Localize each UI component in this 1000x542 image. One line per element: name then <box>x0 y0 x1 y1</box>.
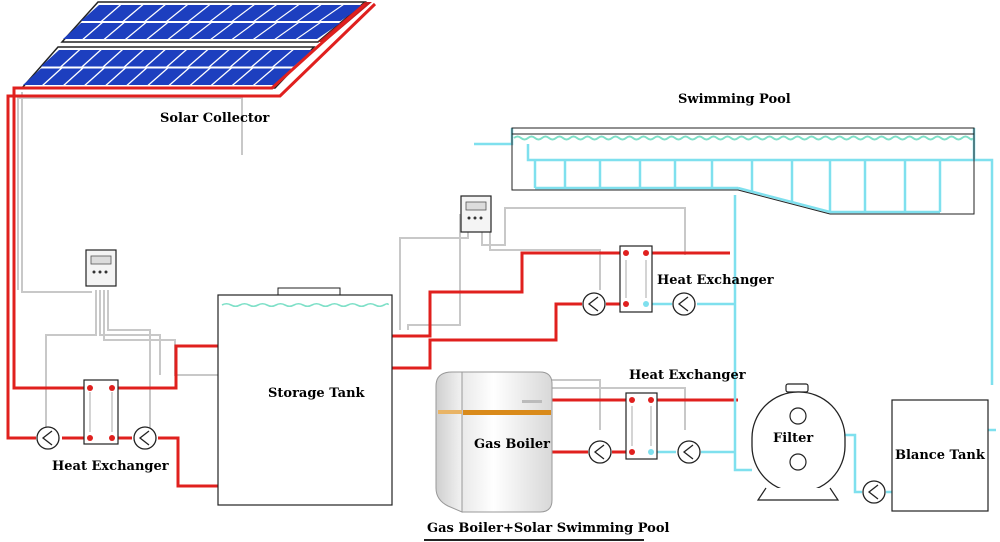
solar-cell <box>233 68 273 85</box>
solar-cell <box>125 50 164 67</box>
solar-cell <box>255 23 297 39</box>
solar-cell <box>105 23 145 39</box>
solar-cell <box>86 68 124 85</box>
solar-cell <box>298 5 342 21</box>
solar-cell <box>149 68 188 85</box>
solar-cell <box>63 23 101 39</box>
pump-left-1 <box>36 426 60 450</box>
solar-cell <box>62 50 100 67</box>
storage-tank-label: Storage Tank <box>268 386 366 401</box>
pump-balance <box>862 480 886 504</box>
solar-cell <box>65 68 103 85</box>
solar-cell <box>81 5 120 21</box>
solar-cell <box>277 5 320 21</box>
controller-upper <box>460 195 492 233</box>
filter <box>751 383 846 501</box>
solar-cell <box>168 50 207 67</box>
solar-cell <box>107 68 146 85</box>
pool-water-pipes <box>474 128 996 494</box>
heat-exchanger-upper <box>619 245 653 313</box>
solar-cell <box>274 50 313 67</box>
solar-cell <box>255 5 298 21</box>
filter-label: Filter <box>773 431 813 446</box>
gas-boiler-label: Gas Boiler <box>474 437 550 452</box>
solar-cell <box>254 68 294 85</box>
solar-cell <box>170 68 209 85</box>
heat-exchanger-upper-label: Heat Exchanger <box>657 273 774 288</box>
solar-cell <box>191 68 230 85</box>
solar-cell <box>191 23 232 39</box>
heat-exchanger-lower <box>625 392 658 460</box>
solar-cell <box>231 50 271 67</box>
solar-cell <box>211 5 253 21</box>
heat-exchanger-left-label: Heat Exchanger <box>52 459 169 474</box>
solar-cell <box>169 23 210 39</box>
solar-cell <box>23 68 61 85</box>
solar-collector-label: Solar Collector <box>160 111 270 126</box>
controller-left <box>85 249 117 287</box>
diagram-title: Gas Boiler+Solar Swimming Pool <box>427 521 670 536</box>
solar-cell <box>128 68 167 85</box>
pump-lower-hot <box>588 440 612 464</box>
solar-cell <box>233 23 276 39</box>
solar-cell <box>168 5 209 21</box>
solar-panel-cells <box>23 5 364 85</box>
solar-cell <box>276 23 319 39</box>
pump-lower-pool <box>677 440 701 464</box>
solar-cell <box>148 23 188 39</box>
gas-boiler <box>435 371 553 513</box>
balance-tank-label: Blance Tank <box>895 448 986 463</box>
swimming-pool-label: Swimming Pool <box>678 92 791 107</box>
solar-cell <box>212 23 254 39</box>
solar-cell <box>146 5 186 21</box>
hot-water-pipes <box>6 2 738 488</box>
solar-cell <box>297 23 341 39</box>
solar-cell <box>127 23 167 39</box>
solar-cell <box>320 5 364 21</box>
solar-cell <box>253 50 292 67</box>
solar-cell <box>104 50 143 67</box>
solar-cell <box>83 50 121 67</box>
solar-cell <box>41 50 79 67</box>
balance-tank <box>891 399 989 512</box>
solar-cell <box>124 5 164 21</box>
solar-cell <box>212 68 252 85</box>
solar-cell <box>189 5 231 21</box>
solar-cell <box>102 5 142 21</box>
solar-cell <box>189 50 228 67</box>
heat-exchanger-lower-label: Heat Exchanger <box>629 368 746 383</box>
solar-cell <box>44 68 82 85</box>
solar-cell <box>84 23 123 39</box>
solar-cell <box>210 50 249 67</box>
pump-left-2 <box>133 426 157 450</box>
solar-cell <box>147 50 185 67</box>
solar-collector <box>20 1 372 89</box>
pump-upper-pool <box>672 292 696 316</box>
storage-tank <box>217 287 393 506</box>
solar-cell <box>233 5 275 21</box>
pump-upper-hot <box>582 292 606 316</box>
heat-exchanger-left <box>83 379 119 445</box>
swimming-pool <box>511 127 975 215</box>
